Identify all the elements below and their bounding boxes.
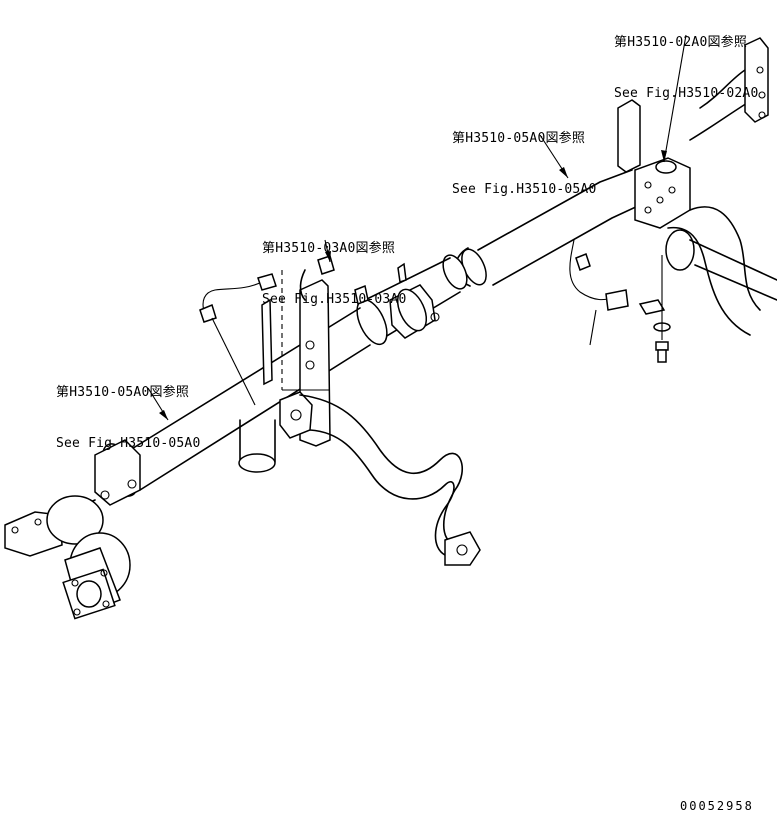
callout-ref-03a0: 第H3510-03A0図参照 See Fig.H3510-03A0	[262, 206, 406, 325]
callout-ref-05a0-top: 第H3510-05A0図参照 See Fig.H3510-05A0	[452, 96, 596, 215]
center-elbow	[238, 391, 313, 473]
callout-jp-label: 第H3510-05A0図参照	[56, 385, 190, 400]
lower-left-flange	[4, 495, 131, 620]
callout-jp-label: 第H3510-02A0図参照	[614, 35, 748, 50]
callout-jp-label: 第H3510-05A0図参照	[452, 131, 586, 146]
middle-coupler	[354, 254, 468, 346]
callout-en-label: See Fig H3510-05A0	[56, 436, 201, 451]
bent-tube	[299, 394, 481, 566]
drawing-number: 00052958	[680, 799, 754, 813]
callout-en-label: See Fig.H3510-03A0	[262, 292, 407, 307]
callout-en-label: See Fig.H3510-05A0	[452, 182, 597, 197]
main-pipe-left	[94, 307, 371, 506]
sensor-wire-left	[199, 273, 277, 406]
right-bracket-assembly	[617, 37, 777, 336]
callout-en-label: See Fig.H3510-02A0	[614, 86, 759, 101]
leader-lines	[147, 34, 687, 421]
callout-jp-label: 第H3510-03A0図参照	[262, 241, 396, 256]
callout-ref-05a0-left: 第H3510-05A0図参照 See Fig H3510-05A0	[56, 350, 200, 469]
hardware-parts	[569, 239, 671, 363]
callout-ref-02a0: 第H3510-02A0図参照 See Fig.H3510-02A0	[614, 0, 758, 119]
main-pipe-right	[454, 169, 641, 287]
